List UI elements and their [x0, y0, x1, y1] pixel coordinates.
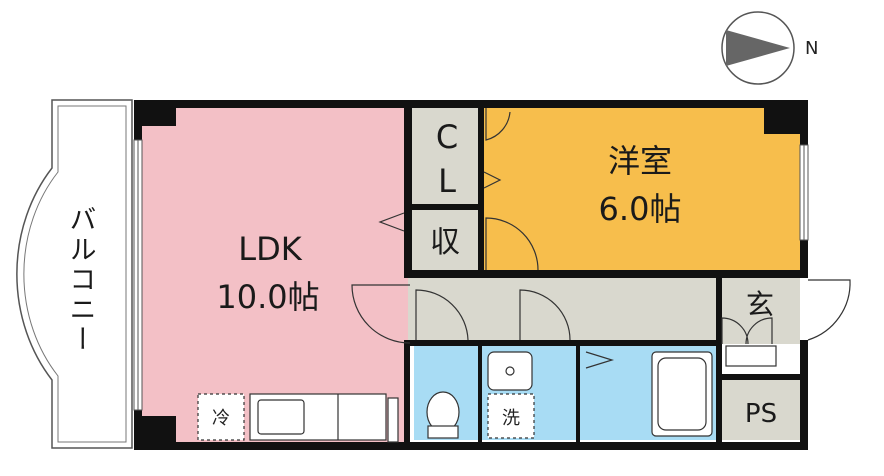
washbasin: [487, 351, 533, 391]
washbasin-drain: [505, 366, 515, 376]
closet-label-l: L: [438, 162, 456, 200]
closet-door-swing: [485, 108, 511, 141]
windows: [133, 139, 809, 411]
bedroom-name: 洋室: [608, 142, 672, 180]
wall-bath-entrance: [716, 278, 722, 442]
bedroom-door-swing: [485, 217, 539, 271]
wall-ldk-closet: [404, 100, 412, 270]
wall-toilet-wash: [478, 346, 482, 442]
storage-area: [412, 210, 478, 272]
hallway: [408, 278, 722, 344]
ldk-room: [140, 106, 408, 444]
entrance-door-swing: [807, 279, 851, 341]
ldk-small-cabinet: [387, 397, 399, 443]
balcony-label: バルコニー: [65, 205, 96, 355]
bedroom-size: 6.0帖: [599, 190, 682, 228]
column-bedroom-corner: [764, 106, 800, 134]
bathtub: [651, 351, 713, 437]
column-ldk-bottom: [140, 416, 176, 442]
closet-marker: [483, 171, 502, 189]
wall-bottom: [134, 442, 808, 450]
fridge-space: [197, 393, 245, 441]
closet-area: [412, 108, 478, 204]
wall-top: [134, 100, 808, 108]
balcony: バルコニー: [16, 99, 133, 449]
pipe-space-area: [722, 380, 800, 440]
compass-north-label: N: [805, 38, 818, 59]
bedroom-room: [484, 108, 800, 272]
wall-closet-storage: [412, 204, 478, 210]
wall-right-lower: [800, 340, 808, 450]
wall-ldk-toilet: [404, 340, 410, 450]
toilet-tank: [427, 425, 459, 439]
washer-space: [487, 393, 535, 439]
balcony-outline: [16, 99, 133, 449]
shoe-cabinet: [725, 345, 777, 367]
bathtub-inner: [657, 357, 707, 431]
fridge-label: 冷: [212, 408, 230, 429]
shoe-cabinet-swing-2: [745, 317, 773, 345]
toilet-door-swing: [415, 289, 469, 341]
pipe-space-label: PS: [745, 399, 777, 429]
ldk-closet-marker: [378, 212, 405, 232]
fixtures: [197, 345, 777, 443]
entrance-label: 玄: [746, 288, 774, 321]
bath-marker: [585, 351, 615, 369]
ldk-size: 10.0帖: [216, 278, 319, 316]
shoe-cabinet-swing: [721, 317, 749, 345]
ldk-name: LDK: [238, 230, 302, 268]
wall-ps-top: [722, 374, 804, 380]
wash-door-swing: [519, 289, 571, 341]
ldk-door-swing: [351, 284, 411, 344]
closet-label-c: C: [436, 118, 458, 156]
compass-arrow-icon: [726, 30, 790, 66]
wall-wash-bath: [576, 346, 580, 442]
wall-closet-bedroom: [478, 100, 484, 276]
entrance-area: [722, 278, 800, 344]
compass: N: [721, 11, 818, 85]
column-ldk-corner: [140, 106, 176, 126]
wall-bedroom-hall: [404, 270, 804, 278]
storage-label: 収: [430, 225, 460, 260]
doors: [351, 108, 851, 369]
washer-label: 洗: [502, 408, 520, 429]
balcony-inner-rail: [23, 105, 127, 443]
kitchen-sink: [257, 399, 305, 435]
wall-hall-wet: [404, 340, 722, 346]
